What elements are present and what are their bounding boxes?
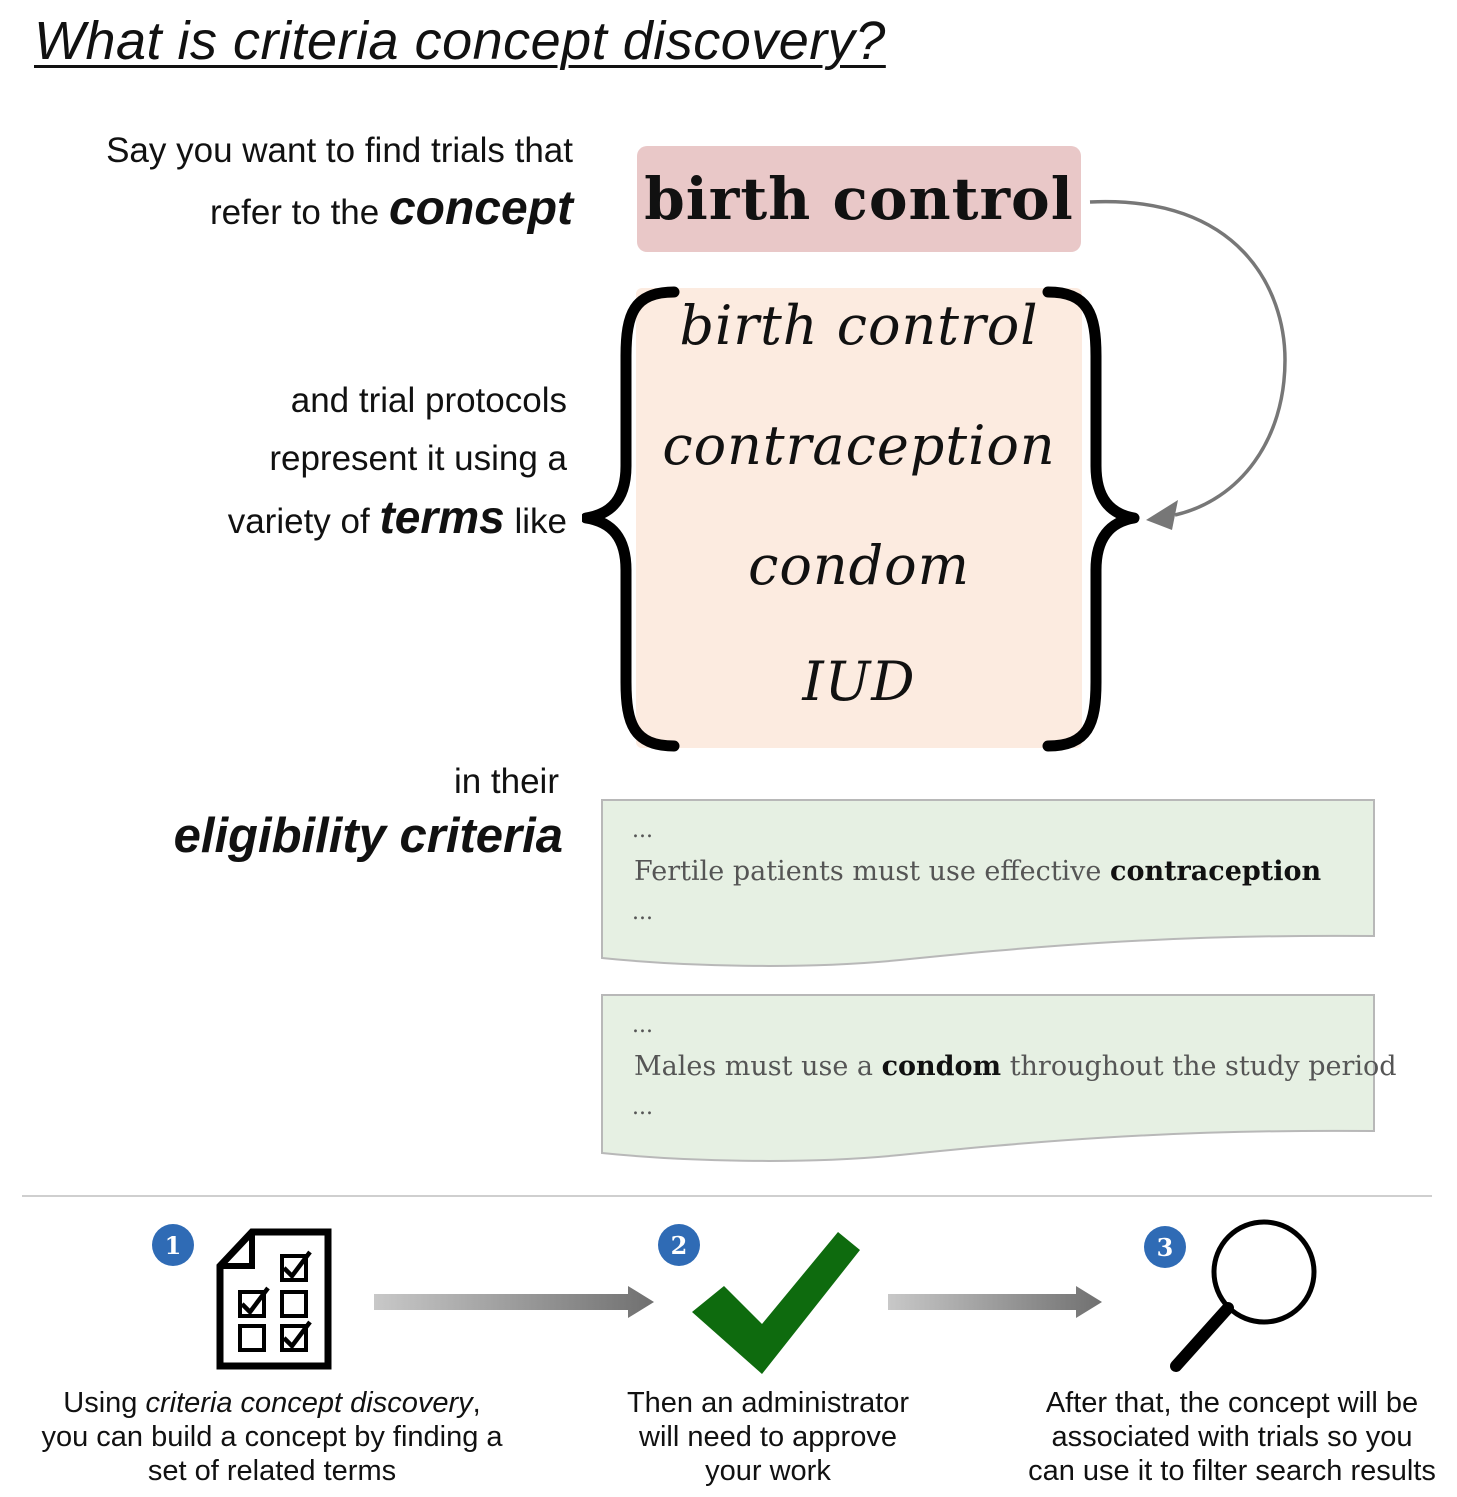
step-caption-2: Then an administrator will need to appro… <box>588 1386 948 1488</box>
checklist-icon <box>216 1228 332 1370</box>
step-arrow-1 <box>374 1286 654 1318</box>
document-shape <box>601 799 1375 967</box>
step-badge-2: 2 <box>658 1224 700 1266</box>
intro-line-2: refer to the concept <box>106 180 573 242</box>
section-divider <box>22 1195 1432 1197</box>
step-caption-1-line-3: set of related terms <box>147 1455 397 1487</box>
step-caption-2-line-3: your work <box>705 1455 831 1487</box>
step-caption-3-line-1: After that, the concept will be <box>1045 1387 1419 1419</box>
term-item: contraception <box>662 414 1056 477</box>
step-caption-1-post: , <box>472 1387 481 1419</box>
step-caption-2-line-2: will need to approve <box>639 1421 897 1453</box>
criteria-document: ... Fertile patients must use effective … <box>600 798 1376 973</box>
document-text: Fertile patients must use effective cont… <box>634 856 1321 887</box>
terms-intro-text: and trial protocols represent it using a… <box>228 372 567 551</box>
ellipsis-top: ... <box>632 1013 653 1038</box>
step-arrow-2 <box>888 1286 1102 1318</box>
term-item: condom <box>748 534 970 597</box>
page-title: What is criteria concept discovery? <box>34 11 886 71</box>
magnifier-icon <box>1170 1219 1317 1372</box>
concept-emphasis: concept <box>388 182 573 235</box>
document-text-pre: Fertile patients must use effective <box>634 856 1110 887</box>
intro-line-1: Say you want to find trials that <box>106 131 573 170</box>
ellipsis-bottom: ... <box>632 900 653 925</box>
step-caption-1-line-2: you can build a concept by finding a <box>41 1421 503 1453</box>
document-text: Males must use a condom throughout the s… <box>634 1051 1397 1082</box>
document-text-pre: Males must use a <box>634 1051 882 1082</box>
concept-box: birth control <box>637 146 1081 252</box>
step-caption-3: After that, the concept will be associat… <box>1016 1386 1448 1488</box>
concept-to-terms-arrow <box>1089 199 1287 530</box>
arrow-head <box>1146 500 1178 530</box>
step-badge-3: 3 <box>1144 1226 1186 1268</box>
left-brace <box>582 286 680 752</box>
highlighted-term: condom <box>881 1051 1002 1082</box>
criteria-document: ... Males must use a condom throughout t… <box>600 993 1397 1168</box>
right-brace <box>1042 286 1140 752</box>
terms-box: birth control contraception condom IUD <box>636 288 1082 748</box>
document-text-post: throughout the study period <box>1001 1051 1397 1082</box>
terms-intro-line-3-pre: variety of <box>227 502 380 541</box>
terms-emphasis: terms <box>379 491 505 543</box>
step-caption-3-line-2: associated with trials so you <box>1051 1421 1413 1453</box>
intro-line-2-text: refer to the <box>209 193 389 232</box>
ellipsis-bottom: ... <box>632 1095 653 1120</box>
terms-intro-line-2: represent it using a <box>269 439 567 478</box>
terms-intro-line-1: and trial protocols <box>290 381 567 420</box>
highlighted-term: contraception <box>1110 856 1322 887</box>
intro-text: Say you want to find trials that refer t… <box>106 122 573 242</box>
step-caption-2-line-1: Then an administrator <box>626 1387 910 1419</box>
terms-intro-line-3: variety of terms like <box>228 488 567 551</box>
step-caption-1-emphasis: criteria concept discovery <box>145 1387 473 1419</box>
step-caption-1-pre: Using <box>63 1387 146 1419</box>
eligibility-line-1: in their <box>453 762 559 801</box>
step-caption-1: Using criteria concept discovery, you ca… <box>22 1386 522 1488</box>
term-item: birth control <box>679 294 1039 357</box>
terms-intro-line-3-post: like <box>504 502 567 541</box>
step-caption-3-line-3: can use it to filter search results <box>1028 1455 1436 1487</box>
checkmark-icon <box>692 1232 860 1374</box>
step-badge-1: 1 <box>152 1224 194 1266</box>
eligibility-emphasis: eligibility criteria <box>173 809 563 863</box>
term-item: IUD <box>802 650 916 713</box>
document-shape <box>601 994 1375 1162</box>
step-caption-1-line-1: Using criteria concept discovery, <box>22 1386 522 1420</box>
ellipsis-top: ... <box>632 818 653 843</box>
